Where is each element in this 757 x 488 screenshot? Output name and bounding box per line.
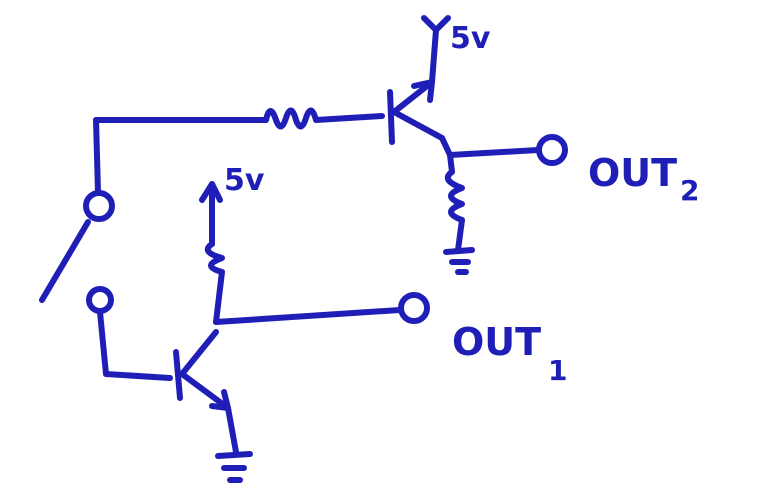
q2-supply-arrow <box>421 15 451 33</box>
switch-top-lead <box>93 117 101 195</box>
switch-top-terminal <box>83 190 115 222</box>
out2-wire <box>439 135 541 158</box>
supply-label-bottom: 5v <box>224 163 265 198</box>
q1-base-wire <box>97 309 173 381</box>
q1-emitter-lead <box>179 371 231 411</box>
switch-arm <box>39 219 91 303</box>
out1-subscript: 1 <box>548 354 567 387</box>
q2-emitter-lead <box>391 109 445 141</box>
ground-symbol-q2 <box>443 247 475 275</box>
out2-terminal <box>536 134 568 166</box>
q1-ground-lead <box>225 405 239 455</box>
base-resistor-q2 <box>263 107 385 130</box>
transistor-q1 <box>173 329 239 455</box>
out2-subscript: 2 <box>680 174 699 207</box>
q1-base-bar <box>173 349 183 401</box>
switch-bottom-terminal <box>86 286 114 314</box>
out2-label: OUT <box>588 151 677 195</box>
transistor-q2 <box>387 15 451 145</box>
q2-emitter-arrow <box>411 79 435 103</box>
switch <box>39 117 115 314</box>
out1-label: OUT <box>452 320 541 364</box>
q2-base-bar <box>387 89 395 145</box>
collector-resistor-q1 <box>204 241 225 325</box>
transistor-q1-collector-branch <box>199 181 225 325</box>
ground-symbol-q1 <box>215 451 253 483</box>
emitter-resistor-q2 <box>444 152 465 253</box>
q1-collector-lead <box>179 329 219 377</box>
out1-terminal <box>398 292 430 324</box>
out1-wire <box>213 307 403 325</box>
supply-label-top: 5v <box>450 21 491 56</box>
